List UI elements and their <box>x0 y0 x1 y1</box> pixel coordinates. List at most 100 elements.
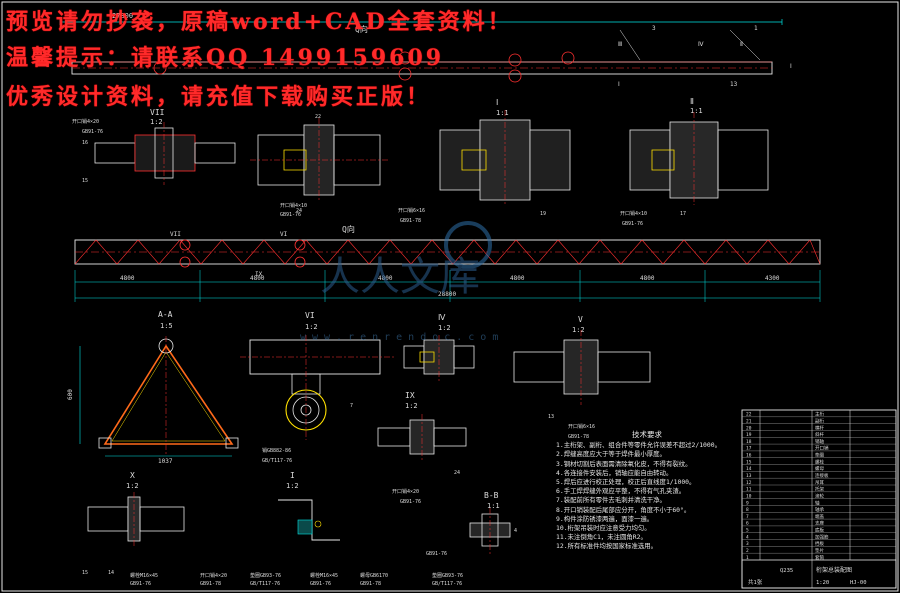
bom-row-name: 螺母 <box>815 465 824 472</box>
svg-text:GB91-78: GB91-78 <box>360 581 381 587</box>
svg-text:3: 3 <box>652 25 656 32</box>
truss-diagonal <box>536 239 559 265</box>
truss-diagonal <box>200 239 223 265</box>
svg-text:15: 15 <box>82 570 88 576</box>
truss-diagonal <box>557 239 580 265</box>
svg-text:VII: VII <box>170 231 181 238</box>
svg-text:I: I <box>290 471 295 480</box>
bom-row-name: 吊耳 <box>815 480 824 486</box>
bom-row-number: 16 <box>746 453 752 459</box>
truss-diagonal <box>515 239 538 265</box>
bom-row-name: 支座 <box>815 520 824 527</box>
truss-diagonal <box>221 239 244 265</box>
svg-text:Ⅳ: Ⅳ <box>438 313 446 322</box>
watermark-line-2: 温馨提示：请联系QQ 1499159609 <box>6 45 445 71</box>
bom-row-name: 托架 <box>815 486 824 493</box>
bom-row-name: 副桁 <box>815 417 824 424</box>
svg-text:开口销4×10: 开口销4×10 <box>620 210 647 217</box>
detail-vi: VI 1:2 销GB882-86 GB/T117-76 7 <box>240 311 395 464</box>
svg-text:4: 4 <box>514 528 517 534</box>
section-aa: A-A 1:5 600 1037 <box>67 310 239 465</box>
svg-text:4800: 4800 <box>120 275 135 282</box>
svg-text:1:1: 1:1 <box>496 109 509 117</box>
svg-text:Ⅲ: Ⅲ <box>618 41 622 48</box>
bom-row-number: 2 <box>746 548 749 554</box>
bom-row-number: 4 <box>746 534 749 540</box>
svg-text:19: 19 <box>540 211 546 217</box>
svg-text:IX: IX <box>405 391 415 400</box>
svg-text:Ⅱ: Ⅱ <box>740 41 743 48</box>
bom-row-number: 20 <box>746 425 752 431</box>
svg-text:1:2: 1:2 <box>286 482 299 490</box>
truss-diagonal <box>137 239 160 265</box>
svg-text:GB91-78: GB91-78 <box>200 581 221 587</box>
svg-text:1:2: 1:2 <box>150 118 163 126</box>
detail-iv: Ⅳ 1:2 <box>403 313 475 382</box>
truss-diagonal <box>704 239 727 265</box>
truss-diagonal <box>452 239 475 265</box>
truss-diagonal <box>263 239 286 265</box>
truss-diagonal <box>158 239 181 265</box>
detail-i-roman: Ⅰ 1:1 开口销6×16 GB91-78 19 <box>398 98 571 224</box>
detail-pin-joint-1: 22 开口销4×10 GB91-76 24 <box>250 114 390 218</box>
truss-diagonal <box>74 239 97 265</box>
svg-text:GB91-76: GB91-76 <box>622 221 643 227</box>
svg-text:垫圈GB93-76: 垫圈GB93-76 <box>250 572 281 579</box>
bom-row-name: 加强筋 <box>815 533 829 540</box>
detail-ii: Ⅱ 1:1 开口销4×10 GB91-76 17 <box>620 97 769 227</box>
drawing-no: HJ-00 <box>850 580 867 586</box>
bom-row-number: 14 <box>746 466 752 472</box>
site-watermark-brand: 人人文库 <box>320 254 480 300</box>
svg-text:Ⅳ: Ⅳ <box>698 41 704 48</box>
bom-row-number: 1 <box>746 555 749 561</box>
svg-text:垫圈GB93-76: 垫圈GB93-76 <box>432 572 463 579</box>
requirement-item: 11.未注倒角C1，未注圆角R2。 <box>556 533 647 542</box>
bom-row-name: 开口销 <box>815 445 829 452</box>
bom-row-number: 21 <box>746 418 752 424</box>
detail-x: X 1:2 15 14 <box>82 471 185 576</box>
svg-text:4800: 4800 <box>510 275 525 282</box>
svg-text:螺母GB6170: 螺母GB6170 <box>360 572 388 579</box>
svg-text:GB91-76: GB91-76 <box>280 212 301 218</box>
watermark-line-1: 预览请勿抄袭，原稿word+CAD全套资料！ <box>6 9 513 35</box>
truss-diagonal <box>725 239 748 265</box>
detail-v: V 1:2 13 开口销6×16 GB91-78 <box>513 315 651 440</box>
bom-row-number: 12 <box>746 480 752 486</box>
svg-text:4300: 4300 <box>765 275 780 282</box>
top-truss-view: 27800 Q向 Ⅲ Ⅳ Ⅱ 3 1 Ⅰ 13 Ⅰ <box>59 12 792 88</box>
svg-text:GB91-78: GB91-78 <box>568 434 589 440</box>
site-watermark-url: www.renrendoc.com <box>300 332 504 343</box>
svg-text:V: V <box>578 315 583 324</box>
requirement-item: 8.开口销装配后尾部应分开，角度不小于60°。 <box>556 505 691 514</box>
svg-text:A-A: A-A <box>158 310 173 319</box>
truss-diagonal <box>746 239 769 265</box>
bottom-part-labels: 螺栓M16×45 GB91-76 开口销4×20 GB91-78 垫圈GB93-… <box>130 572 463 587</box>
truss-diagonal <box>599 239 622 265</box>
bom-row-number: 5 <box>746 528 749 534</box>
svg-text:GB91-76: GB91-76 <box>400 499 421 505</box>
requirement-item: 6.手工焊焊缝外观应平整，不得有气孔夹渣。 <box>556 487 686 496</box>
truss-diagonal <box>242 239 265 265</box>
svg-text:7: 7 <box>350 403 353 409</box>
svg-text:1:1: 1:1 <box>690 107 703 115</box>
drawing-sheet: 共1张 <box>748 578 763 586</box>
bom-row-name: 垫圈 <box>815 452 824 459</box>
section-bb: B-B 1:1 GB91-76 4 <box>426 491 517 557</box>
svg-text:24: 24 <box>454 470 460 476</box>
truss-diagonal <box>305 239 328 265</box>
bom-row-name: 端盖 <box>815 513 824 520</box>
drawing-scale: 1:20 <box>816 580 829 586</box>
svg-text:开口销6×16: 开口销6×16 <box>398 207 425 214</box>
svg-text:4800: 4800 <box>640 275 655 282</box>
svg-text:GB91-78: GB91-78 <box>400 218 421 224</box>
truss-diagonal <box>641 239 664 265</box>
svg-text:螺栓M16×45: 螺栓M16×45 <box>130 572 158 579</box>
truss-diagonal <box>284 239 307 265</box>
segment-ticks <box>74 270 821 302</box>
bom-row-number: 18 <box>746 439 752 445</box>
requirement-item: 10.桁架吊装时应注意受力均匀。 <box>556 524 651 533</box>
bom-row-name: 轴承 <box>815 506 824 513</box>
